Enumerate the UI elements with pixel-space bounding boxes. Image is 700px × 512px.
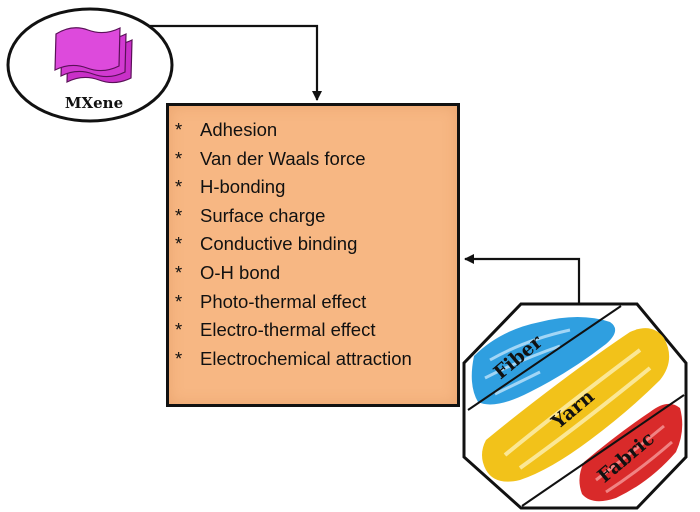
textiles-node: Fiber Yarn Fabric (462, 302, 688, 510)
mechanism-item: * Van der Waals force (175, 145, 451, 174)
mechanism-label: H-bonding (200, 176, 286, 198)
mxene-sheets-icon (54, 27, 133, 84)
mechanism-label: Electrochemical attraction (200, 347, 412, 369)
bullet-marker: * (175, 290, 183, 312)
mechanism-item: * H-bonding (175, 173, 451, 202)
fabric-patch (579, 403, 683, 502)
mechanism-item: * Adhesion (175, 116, 451, 145)
mechanism-item: * Surface charge (175, 202, 451, 231)
bullet-marker: * (175, 233, 183, 255)
mechanism-label: Van der Waals force (200, 147, 366, 169)
divider-line-2 (521, 394, 685, 507)
bullet-marker: * (175, 119, 183, 140)
bullet-marker: * (175, 261, 183, 283)
arrow-mxene-to-box (150, 24, 322, 101)
mechanism-item: * Electrochemical attraction (175, 345, 451, 372)
divider-line-1 (467, 305, 622, 411)
yarn-patch (482, 328, 670, 482)
mechanism-label: Conductive binding (200, 233, 358, 255)
mechanism-label: Photo-thermal effect (200, 290, 367, 312)
mechanism-label: Surface charge (200, 204, 326, 226)
arrow-textiles-to-box (464, 254, 581, 304)
bullet-marker: * (175, 319, 183, 341)
bullet-marker: * (175, 176, 183, 198)
mechanism-box: * Adhesion * Van der Waals force * H-bondin… (166, 103, 460, 407)
mechanism-list: * Adhesion * Van der Waals force * H-bondin… (175, 116, 451, 372)
mechanism-label: O-H bond (200, 261, 281, 283)
mxene-label: MXene (65, 94, 123, 112)
mxene-node: MXene (6, 7, 174, 123)
bullet-marker: * (175, 347, 183, 369)
mechanism-item: * O-H bond (175, 259, 451, 288)
mechanism-item: * Photo-thermal effect (175, 288, 451, 317)
bullet-marker: * (175, 204, 183, 226)
mechanism-item: * Electro-thermal effect (175, 316, 451, 345)
mechanism-label: Electro-thermal effect (200, 319, 376, 341)
mechanism-label: Adhesion (200, 119, 278, 140)
mechanism-item: * Conductive binding (175, 230, 451, 259)
bullet-marker: * (175, 147, 183, 169)
